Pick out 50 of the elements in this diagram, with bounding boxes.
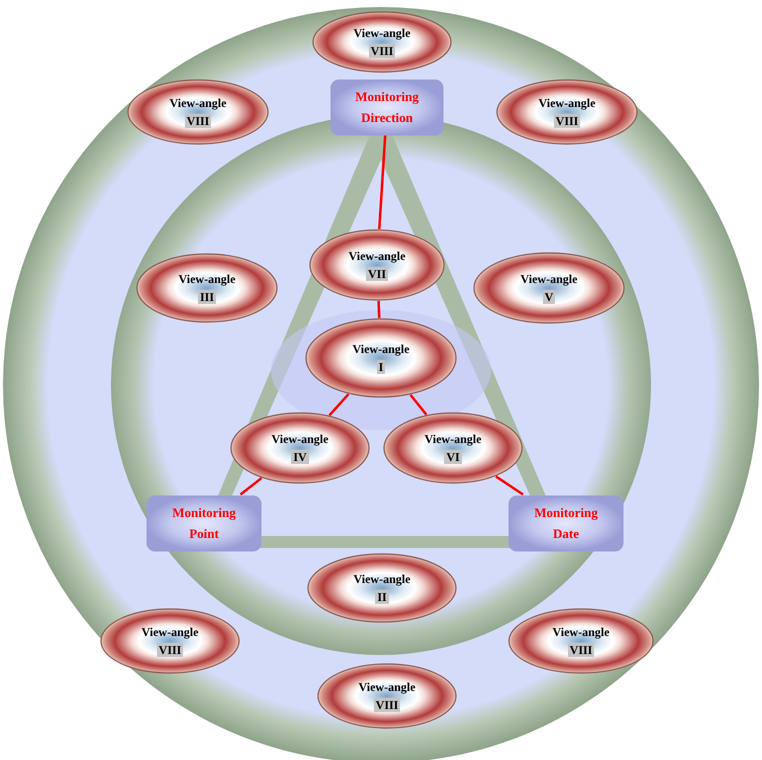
connector-line <box>240 477 262 496</box>
connector-line <box>378 135 386 230</box>
ellipse-title: View-angle <box>348 249 406 263</box>
roman-numeral: IV <box>291 450 309 464</box>
ellipse-title: View-angle <box>358 680 416 694</box>
ellipse-title: View-angle <box>272 432 328 446</box>
roman-numeral: VIII <box>568 643 594 657</box>
ellipse-title: View-angle <box>538 96 596 110</box>
view-angle-ellipse <box>136 253 278 323</box>
view-angle-ellipse <box>496 79 638 145</box>
view-angle-ellipse <box>305 318 457 398</box>
roman-numeral: VI <box>444 450 462 464</box>
roman-numeral: VIII <box>554 114 580 128</box>
roman-numeral: VIII <box>374 698 400 712</box>
ellipse-title: View-angle <box>352 342 410 356</box>
view-angle-ellipse <box>473 252 625 324</box>
box-label: Monitoring Date <box>533 504 599 543</box>
connector-line <box>495 475 524 496</box>
roman-numeral: III <box>198 290 216 304</box>
view-angle-ellipse <box>312 11 452 73</box>
roman-numeral: VIII <box>184 114 212 128</box>
ellipse-title: View-angle <box>142 625 198 639</box>
ellipse-title: View-angle <box>354 572 410 586</box>
ellipse-title: View-angle <box>520 272 578 286</box>
box-label: Monitoring Direction <box>354 88 420 127</box>
ellipse-title: View-angle <box>424 432 482 446</box>
view-angle-ellipse <box>317 663 457 729</box>
connector-line <box>410 394 428 416</box>
roman-numeral: VII <box>366 267 388 281</box>
ellipse-title: View-angle <box>178 272 236 286</box>
ellipse-title: View-angle <box>552 625 610 639</box>
roman-numeral: V <box>542 290 556 304</box>
box-label: Monitoring Point <box>171 504 237 543</box>
roman-numeral: VIII <box>368 44 396 58</box>
view-angle-ellipse <box>309 229 445 301</box>
view-angle-ellipse <box>383 412 523 484</box>
connector-line <box>328 393 350 416</box>
view-angle-ellipse <box>307 553 457 623</box>
monitoring-box <box>146 494 262 552</box>
view-angle-ellipse <box>127 79 269 145</box>
roman-numeral: VIII <box>156 643 184 657</box>
view-angle-ellipse <box>230 412 370 484</box>
monitoring-box <box>508 494 624 552</box>
monitoring-box <box>330 78 444 136</box>
roman-numeral: II <box>375 590 389 604</box>
view-angle-ellipse <box>508 608 654 674</box>
ellipse-title: View-angle <box>354 26 410 40</box>
view-angle-ellipse <box>100 608 240 674</box>
ellipse-title: View-angle <box>170 96 226 110</box>
connector-line <box>377 300 381 318</box>
